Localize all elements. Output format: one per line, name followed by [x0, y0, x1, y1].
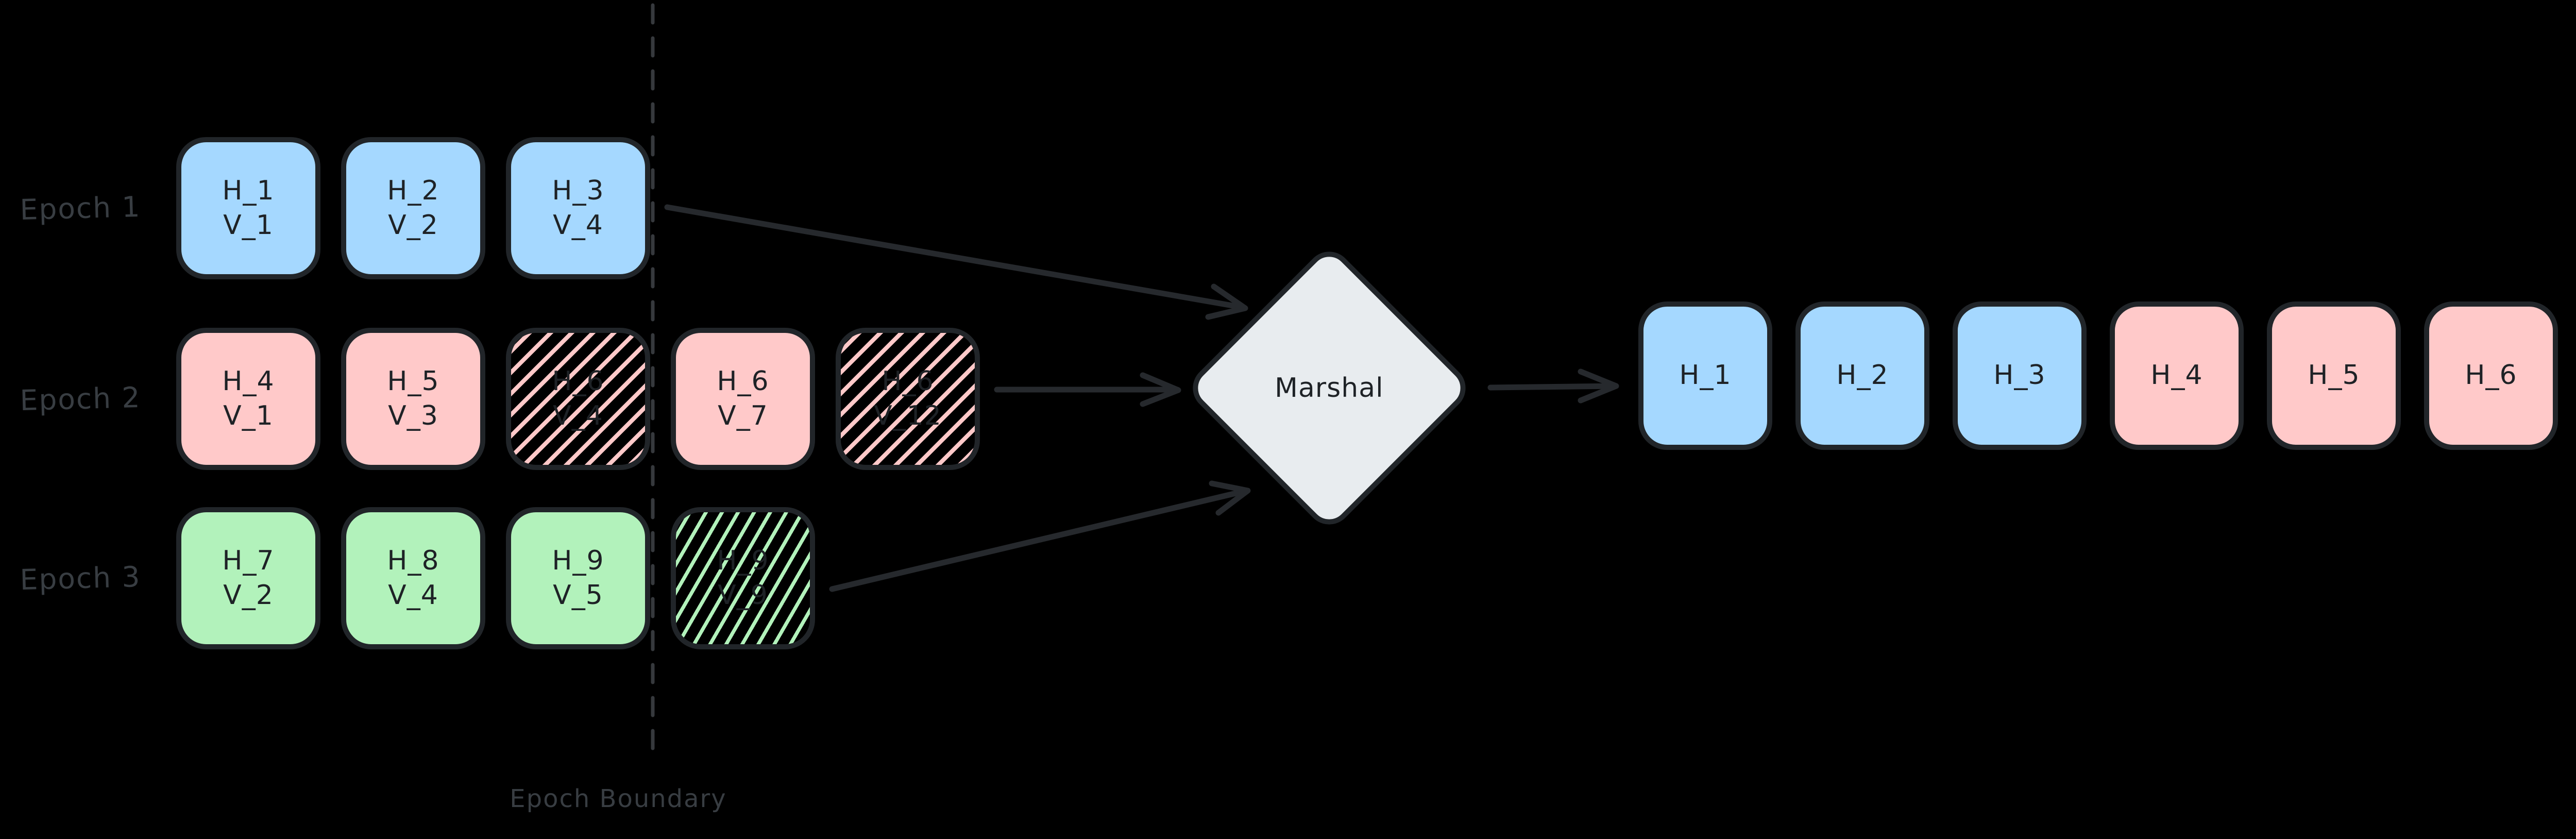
output-box-h6[interactable]: H_6	[2424, 301, 2558, 450]
epoch1-label: Epoch 1	[19, 190, 142, 227]
box-line-h: H_1	[222, 175, 275, 206]
epoch3-box-h8-v4[interactable]: H_8 V_4	[341, 507, 485, 649]
epoch2-box-h5-v3[interactable]: H_5 V_3	[341, 328, 485, 470]
output-box-h1[interactable]: H_1	[1638, 301, 1772, 450]
box-line-h: H_4	[222, 365, 275, 397]
epoch2-label: Epoch 2	[19, 380, 142, 417]
box-line-h: H_4	[2150, 360, 2203, 391]
box-line-h: H_9	[717, 545, 769, 576]
epoch-boundary-label: Epoch Boundary	[510, 784, 727, 813]
box-line-h: H_9	[552, 545, 604, 576]
output-box-h3[interactable]: H_3	[1953, 301, 2087, 450]
box-line-v: V_2	[388, 210, 438, 241]
box-line-v: V_9	[718, 580, 768, 611]
arrow-epoch2-to-marshal	[994, 372, 1181, 407]
epoch2-box-h4-v1[interactable]: H_4 V_1	[176, 328, 320, 470]
box-line-h: H_6	[882, 365, 934, 397]
box-line-h: H_3	[1993, 360, 2046, 391]
box-line-v: V_5	[553, 580, 603, 611]
epoch3-label: Epoch 3	[19, 560, 142, 597]
box-line-h: H_5	[2308, 360, 2360, 391]
arrow-marshal-to-output	[1487, 368, 1619, 404]
epoch1-box-h3-v4[interactable]: H_3 V_4	[506, 137, 650, 279]
box-line-h: H_5	[387, 365, 439, 397]
output-box-h4[interactable]: H_4	[2110, 301, 2244, 450]
box-line-h: H_7	[222, 545, 275, 576]
box-line-v: V_4	[388, 580, 438, 611]
box-line-h: H_2	[1836, 360, 1889, 391]
box-line-v: V_12	[874, 400, 942, 431]
box-line-v: V_7	[718, 400, 768, 431]
box-line-h: H_1	[1679, 360, 1732, 391]
box-line-v: V_2	[223, 580, 274, 611]
box-line-v: V_1	[223, 210, 274, 241]
output-box-h2[interactable]: H_2	[1795, 301, 1929, 450]
epoch1-box-h1-v1[interactable]: H_1 V_1	[176, 137, 320, 279]
arrow-epoch3-to-marshal	[829, 480, 1251, 592]
epoch2-box-h6-v7[interactable]: H_6 V_7	[671, 328, 815, 470]
epoch2-box-h6-v4-dropped[interactable]: H_6 V_4	[506, 328, 650, 470]
box-line-v: V_3	[388, 400, 438, 431]
epoch3-box-h9-v5[interactable]: H_9 V_5	[506, 507, 650, 649]
box-line-h: H_6	[717, 365, 769, 397]
box-line-h: H_2	[387, 175, 439, 206]
box-line-h: H_6	[552, 365, 604, 397]
output-box-h5[interactable]: H_5	[2267, 301, 2401, 450]
epoch2-box-h6-v12-dropped[interactable]: H_6 V_12	[836, 328, 980, 470]
box-line-h: H_6	[2465, 360, 2517, 391]
epoch3-box-h9-v9-dropped[interactable]: H_9 V_9	[671, 507, 815, 649]
box-line-v: V_4	[553, 210, 603, 241]
arrow-epoch1-to-marshal	[664, 204, 1248, 320]
box-line-h: H_8	[387, 545, 439, 576]
marshal-label: Marshal	[1275, 372, 1384, 404]
epoch3-box-h7-v2[interactable]: H_7 V_2	[176, 507, 320, 649]
box-line-v: V_1	[223, 400, 274, 431]
epoch1-box-h2-v2[interactable]: H_2 V_2	[341, 137, 485, 279]
box-line-v: V_4	[553, 400, 603, 431]
box-line-h: H_3	[552, 175, 604, 206]
